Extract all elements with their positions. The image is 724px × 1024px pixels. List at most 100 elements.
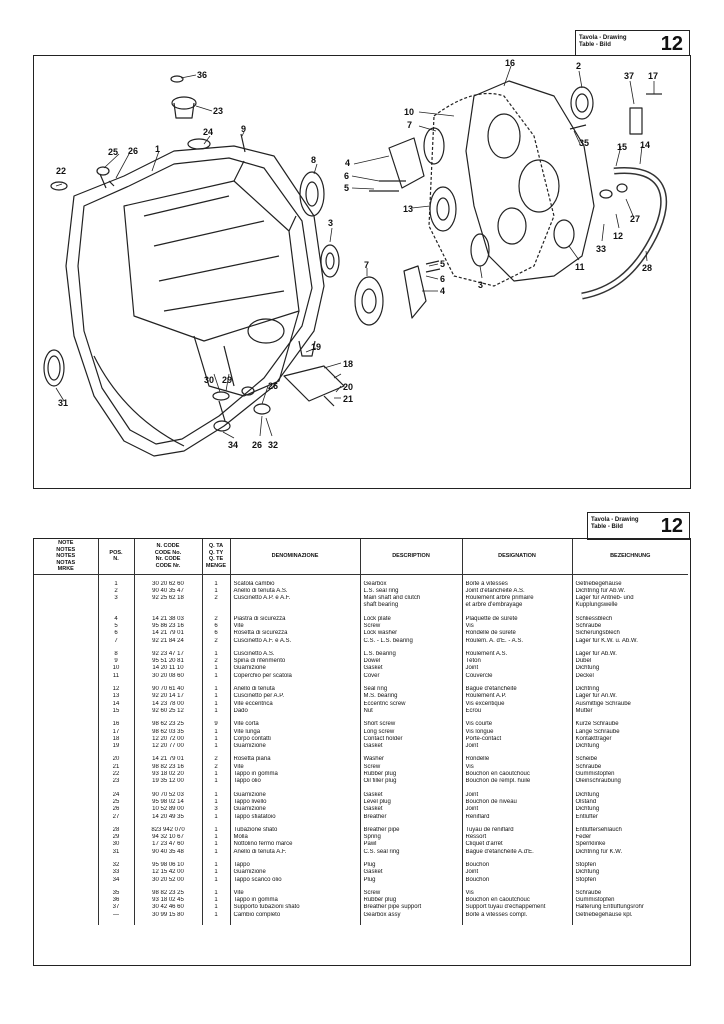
note-cell	[34, 721, 99, 729]
spacer-cell	[360, 715, 463, 722]
note-cell	[34, 813, 99, 821]
spacer-cell	[34, 820, 99, 827]
designation-cell: Vis excentique	[462, 700, 573, 708]
spacer-cell	[34, 856, 99, 862]
spacer-cell	[360, 750, 463, 757]
denominazione-cell: Cuscinetto per A.P.	[230, 693, 361, 701]
callout-12: 12	[613, 231, 623, 241]
note-cell	[34, 700, 99, 708]
spacer-cell	[360, 680, 463, 687]
spacer-cell	[462, 680, 573, 687]
callout-26c: 26	[252, 440, 262, 450]
spacer-cell	[360, 820, 463, 827]
pos-cell: 3	[98, 595, 135, 610]
code-cell: 30 20 62 60	[134, 580, 203, 588]
bezeichnung-cell: Dübel	[575, 658, 592, 665]
qty-cell: 1	[202, 862, 231, 870]
spacer-cell	[202, 750, 231, 757]
pos-cell: 1	[98, 580, 135, 588]
qty-cell: 1	[202, 826, 231, 835]
qty-cell: 1	[202, 707, 231, 716]
spacer-cell	[462, 609, 573, 616]
note-cell	[34, 841, 99, 849]
designation-cell: Joint	[462, 791, 573, 799]
qty-cell: 1	[202, 798, 231, 807]
spacer-cell	[572, 919, 688, 925]
qty-cell: 1	[202, 693, 231, 701]
note-cell	[34, 763, 99, 772]
bezeichnung-cell: Getriebegehäuse	[575, 580, 622, 587]
spacer-cell	[98, 883, 135, 890]
spacer-cell	[230, 785, 361, 792]
bezeichnung-cell: Stopfen	[575, 862, 597, 868]
spacer-cell	[360, 574, 463, 581]
denominazione-cell: Tubazione sfiato	[230, 826, 361, 835]
bezeichnung-cell: Halterung Entlüftungsrohr	[575, 904, 644, 911]
pos-cell: 17	[98, 728, 135, 736]
spacer-cell	[134, 750, 203, 757]
callout-17: 17	[648, 71, 658, 81]
spacer-cell	[202, 574, 231, 581]
spacer-cell	[462, 785, 573, 792]
spacer-cell	[34, 883, 99, 890]
spacer-cell	[230, 750, 361, 757]
note-cell	[34, 743, 99, 751]
denominazione-cell: Vite	[230, 622, 361, 631]
description-cell: Washer	[360, 756, 463, 764]
code-cell: 30 20 52 00	[134, 876, 203, 884]
pos-cell: 19	[98, 743, 135, 751]
designation-cell: Bouchon	[462, 862, 573, 870]
note-cell	[34, 798, 99, 807]
designation-cell: Boîte à vitesses compl.	[462, 911, 573, 920]
code-cell: 92 25 62 18	[134, 595, 203, 610]
spacer-cell	[462, 856, 573, 862]
note-cell	[34, 672, 99, 681]
qty-cell: 1	[202, 580, 231, 588]
designation-cell: Ecrou	[462, 707, 573, 716]
code-cell: 90 70 52 03	[134, 791, 203, 799]
pos-cell: 34	[98, 876, 135, 884]
denominazione-cell: Tappo in gomma	[230, 897, 361, 905]
denominazione-cell: Anello di tenuta	[230, 686, 361, 694]
bezeichnung-cell: Lager für K.W. u. Ab.W.	[575, 637, 638, 644]
qty-cell: 2	[202, 756, 231, 764]
note-cell	[34, 595, 99, 610]
gearbox-housing-shape	[65, 145, 325, 457]
description-cell: Level plug	[360, 798, 463, 807]
pos-cell: 4	[98, 615, 135, 623]
description-cell: Contact holder	[360, 735, 463, 744]
qty-cell: 1	[202, 650, 231, 659]
denominazione-cell: Coperchio per scatola	[230, 672, 361, 681]
description-cell: Pawl	[360, 841, 463, 849]
callout-35: 35	[579, 138, 589, 148]
designation-cell: Bouchon de niveau	[462, 798, 573, 807]
code-cell: 95 86 23 16	[134, 622, 203, 631]
description-cell: M.S. bearing	[360, 693, 463, 701]
bezeichnung-cell: Gummistopfen	[575, 771, 615, 778]
designation-cell: Vis	[462, 622, 573, 631]
designation-cell: Roulem. A. d'E. - A.S.	[462, 637, 573, 645]
designation-cell: Bouchon en caoutchouc	[462, 771, 573, 779]
pos-cell: 6	[98, 630, 135, 638]
spacer-cell	[230, 644, 361, 651]
callout-27: 27	[630, 214, 640, 224]
spacer-cell	[230, 715, 361, 722]
callout-28: 28	[642, 263, 652, 273]
description-cell: Gearbox	[360, 580, 463, 588]
bezeichnung-cell: Dichtung	[575, 743, 600, 750]
qty-cell: 1	[202, 889, 231, 898]
qty-cell: 2	[202, 595, 231, 610]
qty-cell: 1	[202, 728, 231, 736]
bezeichnung-cell: Sicherungsblech	[575, 630, 620, 637]
denominazione-cell: Tappo sfiatatoio	[230, 813, 361, 821]
